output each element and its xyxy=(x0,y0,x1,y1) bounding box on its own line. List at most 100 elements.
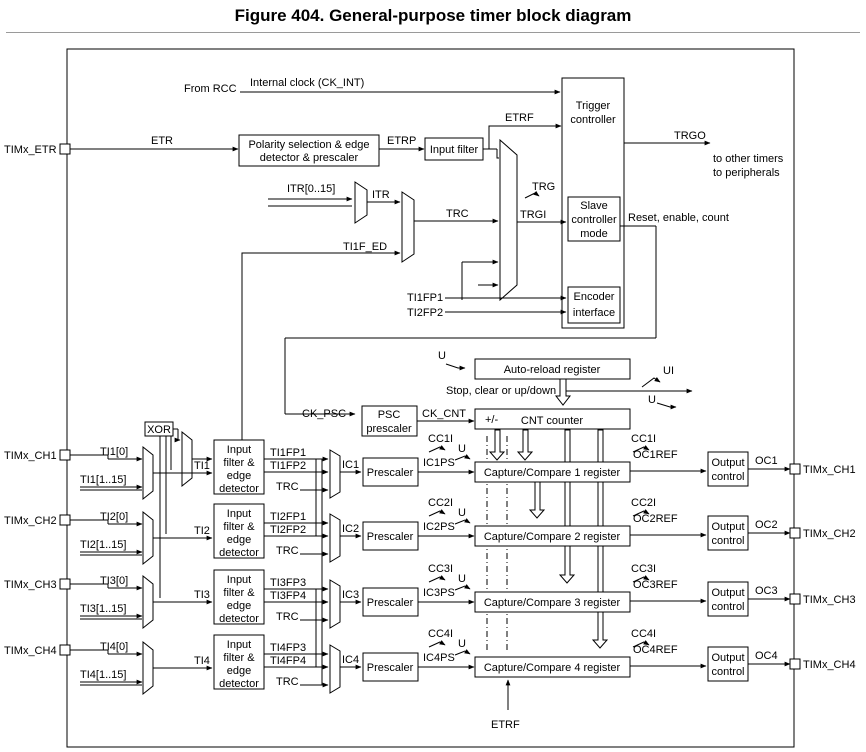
ui-label: UI xyxy=(663,365,674,377)
oc-label-3: OC3 xyxy=(755,585,778,597)
trg-label: TRG xyxy=(532,181,555,193)
fpb-label-1: TI1FP2 xyxy=(270,460,306,472)
output-control-label-1: control xyxy=(711,471,744,483)
cci-label-3: CC3I xyxy=(428,563,453,575)
oc-label-2: OC2 xyxy=(755,519,778,531)
prescaler-label-3: Prescaler xyxy=(367,597,414,609)
prescaler-label-2: Prescaler xyxy=(367,531,414,543)
input-filter-box-3 xyxy=(213,569,265,625)
prescaler-box-3 xyxy=(362,587,419,617)
output-pin-label-2: TIMx_CH2 xyxy=(803,528,856,540)
ti1fp1-label: TI1FP1 xyxy=(407,292,443,304)
output-pin-1 xyxy=(789,463,801,475)
tin-label-2: TI2[1..15] xyxy=(80,539,126,551)
to-other-line2: to peripherals xyxy=(713,167,780,179)
output-control-label-3: Output xyxy=(711,587,744,599)
u-arrow-3 xyxy=(454,584,471,591)
ti2fp2-label: TI2FP2 xyxy=(407,307,443,319)
cci-arrow-4 xyxy=(428,640,446,648)
ti-out-label-4: TI4 xyxy=(194,655,210,667)
reset-enable-count-label: Reset, enable, count xyxy=(628,212,729,224)
cci-out-label-3: CC3I xyxy=(631,563,656,575)
ocref-label-1: OC1REF xyxy=(633,449,678,461)
input-filter-label-1: filter & xyxy=(223,457,255,469)
output-control-label-4: Output xyxy=(711,652,744,664)
input-filter-label-1: detector xyxy=(219,483,259,495)
output-control-label-3: control xyxy=(711,601,744,613)
cci-out-arrow-1 xyxy=(632,445,650,453)
fpa-label-3: TI3FP3 xyxy=(270,577,306,589)
output-pin-label-3: TIMx_CH3 xyxy=(803,594,856,606)
itr-mux xyxy=(354,181,368,224)
prescaler-box-4 xyxy=(362,652,419,682)
output-control-label-2: Output xyxy=(711,521,744,533)
figure-title: Figure 404. General-purpose timer block … xyxy=(234,6,632,25)
trigger-mux xyxy=(499,138,518,302)
output-control-label-2: control xyxy=(711,535,744,547)
from-rcc-label: From RCC xyxy=(184,83,237,95)
slave-line1: Slave xyxy=(580,200,608,212)
title-rule xyxy=(6,32,860,33)
input-filter-label-3: detector xyxy=(219,613,259,625)
input-filter-label-3: filter & xyxy=(223,587,255,599)
input-pin-3 xyxy=(59,578,71,590)
ck-psc-label: CK_PSC xyxy=(302,408,346,420)
etr-pin-label: TIMx_ETR xyxy=(4,144,57,156)
input-filter-label-1: Input xyxy=(227,444,251,456)
output-pin-3 xyxy=(789,593,801,605)
oc-label-1: OC1 xyxy=(755,455,778,467)
cci-out-label-2: CC2I xyxy=(631,497,656,509)
ti0-label-2: TI2[0] xyxy=(100,511,128,523)
ti0-label-3: TI3[0] xyxy=(100,575,128,587)
ic-mux-1 xyxy=(329,449,341,499)
u-arrow-4 xyxy=(454,649,471,656)
cci-out-arrow-3 xyxy=(632,575,650,583)
auto-reload-box xyxy=(474,358,631,380)
ic-label-4: IC4 xyxy=(342,654,359,666)
input-filter-box-2 xyxy=(213,503,265,559)
ccr-box-4 xyxy=(474,656,631,678)
input-pin-4 xyxy=(59,644,71,656)
ti-out-label-3: TI3 xyxy=(194,589,210,601)
input-filter-label-4: edge xyxy=(227,665,251,677)
slave-controller-box xyxy=(567,196,621,242)
etr-pin xyxy=(59,143,71,155)
u-arrow-1 xyxy=(454,454,471,461)
trc-label-4: TRC xyxy=(276,676,299,688)
input-pin-label-1: TIMx_CH1 xyxy=(4,450,57,462)
output-control-label-4: control xyxy=(711,666,744,678)
input-mux-4 xyxy=(142,640,154,696)
cci-out-label-4: CC4I xyxy=(631,628,656,640)
cci-arrow-3 xyxy=(428,575,446,583)
etrp-label: ETRP xyxy=(387,135,416,147)
u-label-1: U xyxy=(458,443,466,455)
ti0-label-4: TI4[0] xyxy=(100,641,128,653)
prescaler-label-1: Prescaler xyxy=(367,467,414,479)
trigger-controller-line2: controller xyxy=(570,114,616,126)
oc-label-4: OC4 xyxy=(755,650,778,662)
input-filter-box-4 xyxy=(213,634,265,690)
icps-label-1: IC1PS xyxy=(423,457,455,469)
cnt-counter-box xyxy=(474,408,631,430)
xor-label: XOR xyxy=(147,424,171,436)
stop-clear-label: Stop, clear or up/down xyxy=(446,385,556,397)
ti-out-label-1: TI1 xyxy=(194,460,210,472)
input-filter-label-2: edge xyxy=(227,534,251,546)
slave-line3: mode xyxy=(580,228,608,240)
trigger-controller-line1: Trigger xyxy=(576,100,611,112)
u-label-2: U xyxy=(458,507,466,519)
ccr-box-2 xyxy=(474,525,631,547)
output-control-box-1 xyxy=(707,451,749,487)
input-filter-label: Input filter xyxy=(430,144,479,156)
itr-label: ITR xyxy=(372,189,390,201)
ccr-label-3: Capture/Compare 3 register xyxy=(484,597,621,609)
output-control-label-1: Output xyxy=(711,457,744,469)
input-filter-label-4: detector xyxy=(219,678,259,690)
polarity-line2: detector & prescaler xyxy=(260,152,359,164)
input-filter-label-4: Input xyxy=(227,639,251,651)
trgo-label: TRGO xyxy=(674,130,706,142)
icps-label-3: IC3PS xyxy=(423,587,455,599)
fpb-label-2: TI2FP2 xyxy=(270,524,306,536)
u-arrow-2 xyxy=(454,518,471,525)
